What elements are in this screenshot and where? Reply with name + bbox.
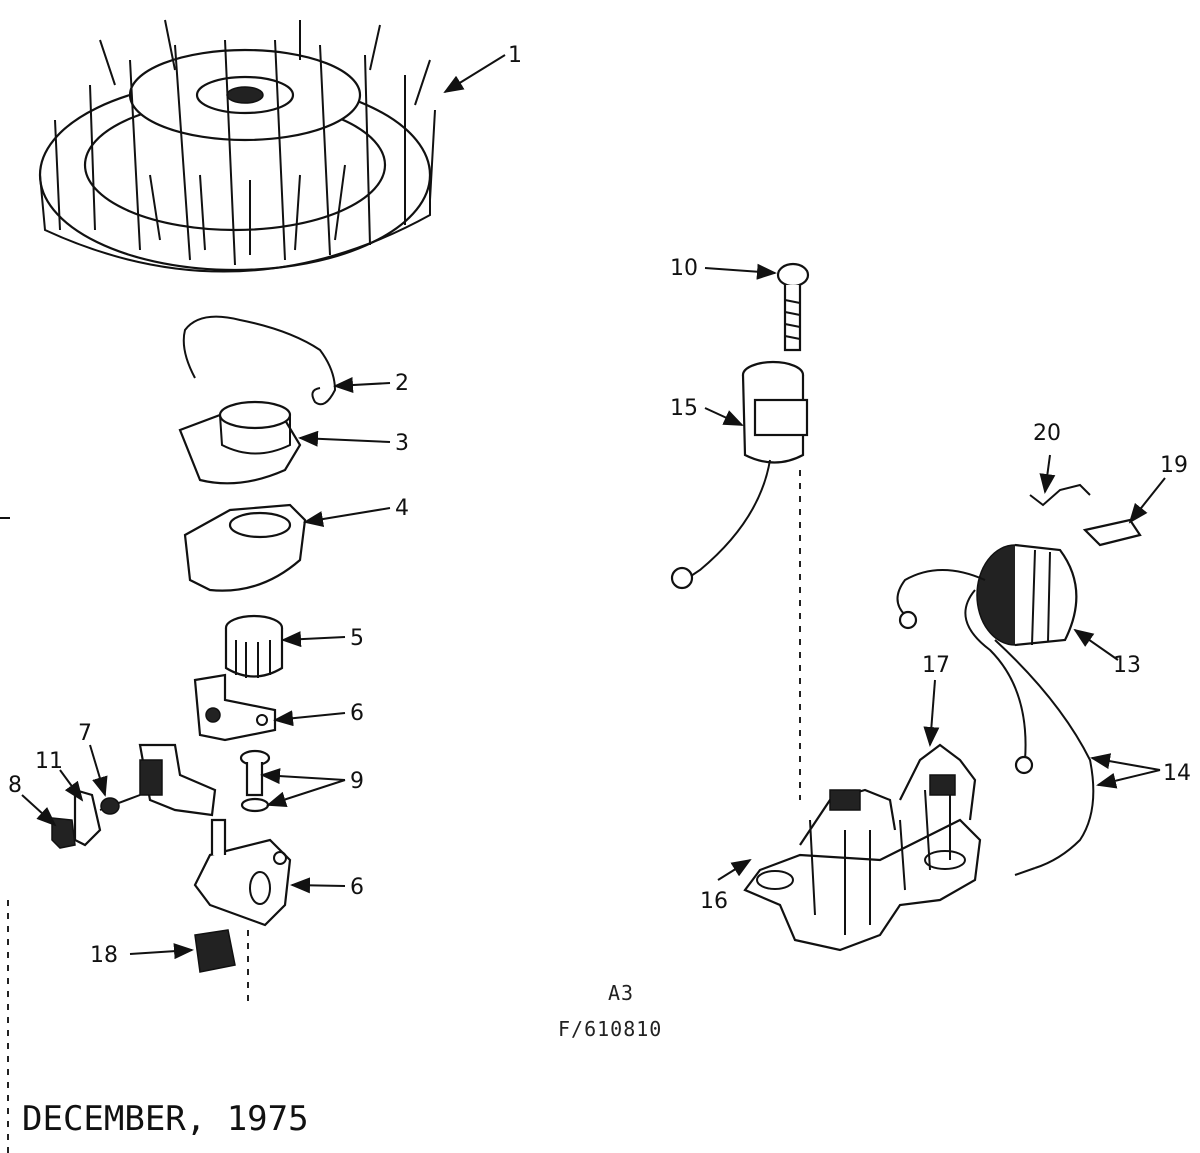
date-stamp: DECEMBER, 1975 bbox=[22, 1099, 309, 1139]
left-margin-rule bbox=[0, 517, 10, 1153]
callout-15: 15 bbox=[670, 396, 698, 421]
callout-9: 9 bbox=[350, 769, 364, 794]
sleeve-part bbox=[224, 614, 284, 678]
caption-line-1: A3 bbox=[608, 981, 634, 1005]
callout-6-upper: 6 bbox=[350, 701, 364, 726]
callout-17: 17 bbox=[922, 653, 950, 678]
bushing-part bbox=[178, 400, 302, 485]
callout-19: 19 bbox=[1160, 453, 1188, 478]
callout-1: 1 bbox=[508, 43, 522, 68]
callout-18: 18 bbox=[90, 943, 118, 968]
breaker-arm-part bbox=[193, 673, 277, 742]
screw-part bbox=[776, 262, 810, 352]
plate-part bbox=[183, 503, 307, 592]
condenser-part bbox=[670, 360, 809, 590]
callout-10: 10 bbox=[670, 256, 698, 281]
clip-part bbox=[1082, 518, 1142, 547]
spring-wire-part bbox=[1029, 483, 1091, 507]
stator-bracket-part bbox=[743, 743, 982, 952]
callout-leaders bbox=[21, 54, 1166, 960]
callout-3: 3 bbox=[395, 431, 409, 456]
screw-and-washer-part bbox=[239, 749, 271, 813]
callout-13: 13 bbox=[1113, 653, 1141, 678]
lead-wire-part bbox=[994, 639, 1095, 876]
contact-point-assembly bbox=[51, 743, 217, 849]
callout-4: 4 bbox=[395, 496, 409, 521]
ignition-coil-part bbox=[896, 543, 1078, 775]
wire-clip-part bbox=[182, 315, 337, 406]
callout-8: 8 bbox=[8, 773, 22, 798]
felt-pad-part bbox=[194, 929, 236, 973]
callout-7: 7 bbox=[78, 721, 92, 746]
base-plate-part bbox=[193, 818, 292, 927]
callout-11: 11 bbox=[35, 749, 63, 774]
callout-20: 20 bbox=[1033, 421, 1061, 446]
flywheel-part bbox=[38, 19, 436, 273]
callout-2: 2 bbox=[395, 371, 409, 396]
callout-16: 16 bbox=[700, 889, 728, 914]
callout-6-lower: 6 bbox=[350, 875, 364, 900]
callout-5: 5 bbox=[350, 626, 364, 651]
callout-14: 14 bbox=[1163, 761, 1191, 786]
caption-line-2: F/610810 bbox=[558, 1017, 662, 1041]
